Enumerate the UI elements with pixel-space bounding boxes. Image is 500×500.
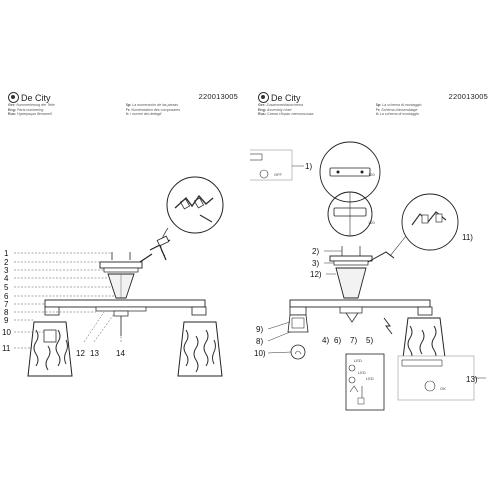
- angle-label-2: 120: [368, 220, 375, 225]
- step-13-label: 13): [466, 375, 478, 384]
- callout-6: 6: [4, 292, 9, 301]
- canopy-assembly: [99, 235, 171, 299]
- logo-mark-icon: [8, 92, 19, 103]
- step-6-label: 6): [334, 336, 341, 345]
- product-code: 220013005: [198, 92, 238, 101]
- off-label: OFF: [274, 172, 283, 177]
- bulb-label-1: LED: [354, 358, 362, 363]
- bulb-info-box: LED LED LED: [345, 353, 385, 411]
- left-socket-bulb: 9) 8) 10): [254, 306, 309, 360]
- parts-numbering-page: De City 220013005 Ger: Nummerierung der …: [0, 0, 251, 500]
- step-11-label: 11): [462, 233, 473, 242]
- step-7-label: 7): [350, 336, 357, 345]
- callout-9: 9: [4, 316, 9, 325]
- step-4-label: 4): [322, 336, 329, 345]
- step-10-label: 10): [254, 349, 266, 358]
- brand-logo: De City: [8, 92, 51, 103]
- legend-row: Rus: Нумерация деталей It: I numeri dei …: [8, 112, 162, 117]
- callout-10: 10: [2, 328, 11, 337]
- language-legend: Ger: Nummerierung der Teile Sp: La numer…: [8, 103, 243, 117]
- parts-diagram: 1 2 3 4 5 6 7 8 9 10 11 12 13 14: [2, 176, 224, 377]
- callout-11: 11: [2, 344, 11, 353]
- canopy-assembly: 2) 3) 12): [310, 246, 395, 299]
- callout-2: 2: [4, 258, 9, 267]
- right-glass-shade: [177, 306, 223, 377]
- legend-row: Ger: Nummerierung der Teile Sp: La numer…: [8, 103, 179, 107]
- step-11-wiring-detail: 11): [389, 193, 473, 257]
- wire-connection-detail: [160, 176, 224, 257]
- callout-12: 12: [76, 349, 85, 358]
- step-13-panel: OK 13): [397, 355, 486, 401]
- callout-7: 7: [4, 300, 9, 309]
- callout-3: 3: [4, 266, 9, 275]
- bulb-label-3: LED: [366, 376, 374, 381]
- ok-label: OK: [440, 386, 446, 391]
- callout-5: 5: [4, 283, 9, 292]
- step-1-label: 1): [305, 162, 312, 171]
- left-glass-shade: [27, 306, 73, 377]
- logo-mark-icon: [258, 92, 269, 103]
- callout-numbers: 1 2 3 4 5 6 7 8 9 10 11 12 13 14: [2, 249, 125, 358]
- legend-row: Eng: Assembly chart Fr: Schéma d'assembl…: [258, 107, 418, 112]
- callout-14: 14: [116, 349, 125, 358]
- step-9-label: 9): [256, 325, 263, 334]
- callout-lines: [14, 252, 122, 349]
- brand-name: De City: [21, 92, 51, 103]
- assembly-diagram: OFF 1) 120 120 11): [250, 141, 486, 411]
- callout-13: 13: [90, 349, 99, 358]
- callout-1: 1: [4, 249, 9, 258]
- step-8-label: 8): [256, 337, 263, 346]
- step-1-power-off: OFF 1) 120: [250, 141, 381, 203]
- bulb-label-2: LED: [358, 370, 366, 375]
- legend-row: Ger: Zusammenbauschema Sp: La schema di …: [258, 103, 422, 107]
- product-code: 220013005: [448, 92, 488, 101]
- callout-8: 8: [4, 308, 9, 317]
- step-12-label: 12): [310, 270, 322, 279]
- step-2-label: 2): [312, 247, 319, 256]
- assembly-chart-page: De City 220013005 Ger: Zusammenbauschema…: [250, 0, 500, 500]
- step-5-label: 5): [366, 336, 373, 345]
- step-screw-detail: 120: [327, 191, 375, 237]
- brand-logo: De City: [258, 92, 301, 103]
- lamp-arm: [44, 299, 206, 336]
- angle-label: 120: [368, 172, 375, 177]
- legend-row: Eng: Parts numbering Fr: Numérotation de…: [8, 107, 181, 112]
- brand-name: De City: [271, 92, 301, 103]
- legend-row: Rus: Схема сборки светильника It: La sch…: [258, 112, 420, 117]
- callout-4: 4: [4, 274, 9, 283]
- lamp-arm: 4) 6) 7) 5): [289, 299, 431, 345]
- language-legend: Ger: Zusammenbauschema Sp: La schema di …: [258, 103, 493, 117]
- step-3-label: 3): [312, 259, 319, 268]
